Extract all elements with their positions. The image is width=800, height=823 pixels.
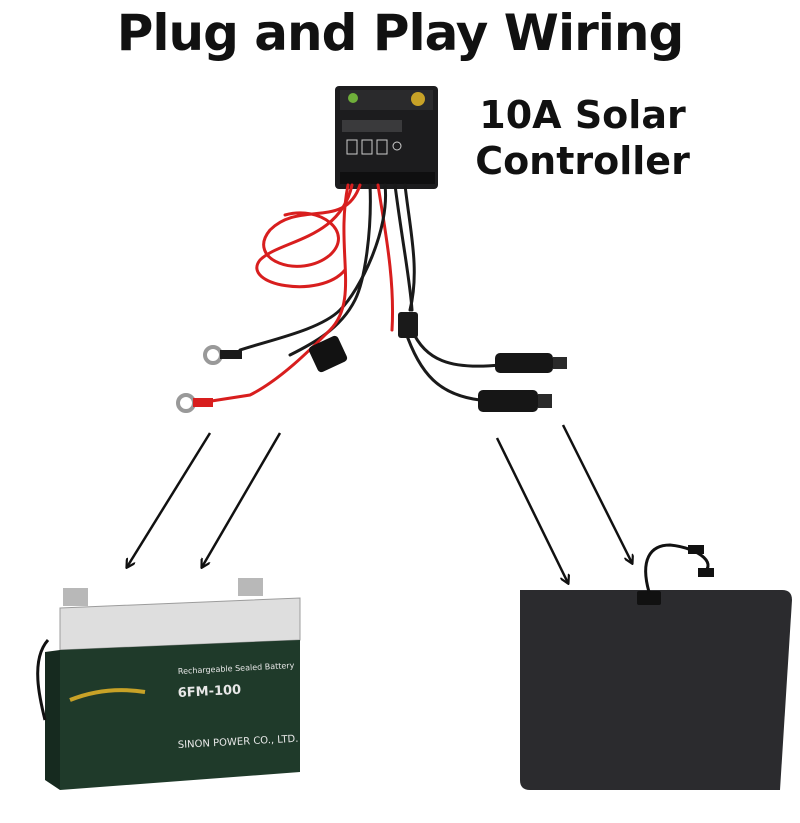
mc4-connector-3	[478, 390, 552, 412]
arrow-to-panel-2	[561, 424, 632, 563]
arrow-to-battery-2	[202, 432, 282, 567]
ring-terminal-black	[203, 345, 242, 365]
page-title: Plug and Play Wiring	[116, 4, 685, 62]
mc4-connector-1	[398, 312, 418, 338]
ring-terminal-red	[176, 393, 213, 413]
cables	[203, 183, 502, 404]
battery-model: 6FM-100	[177, 683, 241, 701]
battery: Rechargeable Sealed Battery 6FM-100 SINO…	[36, 578, 301, 790]
mc4-connector-2	[495, 353, 567, 373]
arrow-to-panel-1	[495, 437, 568, 583]
solar-controller	[335, 86, 438, 189]
solar-panel	[520, 543, 792, 790]
controller-label: 10A Solar Controller	[455, 92, 710, 184]
arrow-to-battery-1	[127, 432, 212, 567]
controller-label-line2: Controller	[475, 139, 690, 183]
controller-label-line1: 10A Solar	[479, 93, 686, 137]
fuse-holder	[308, 335, 348, 373]
